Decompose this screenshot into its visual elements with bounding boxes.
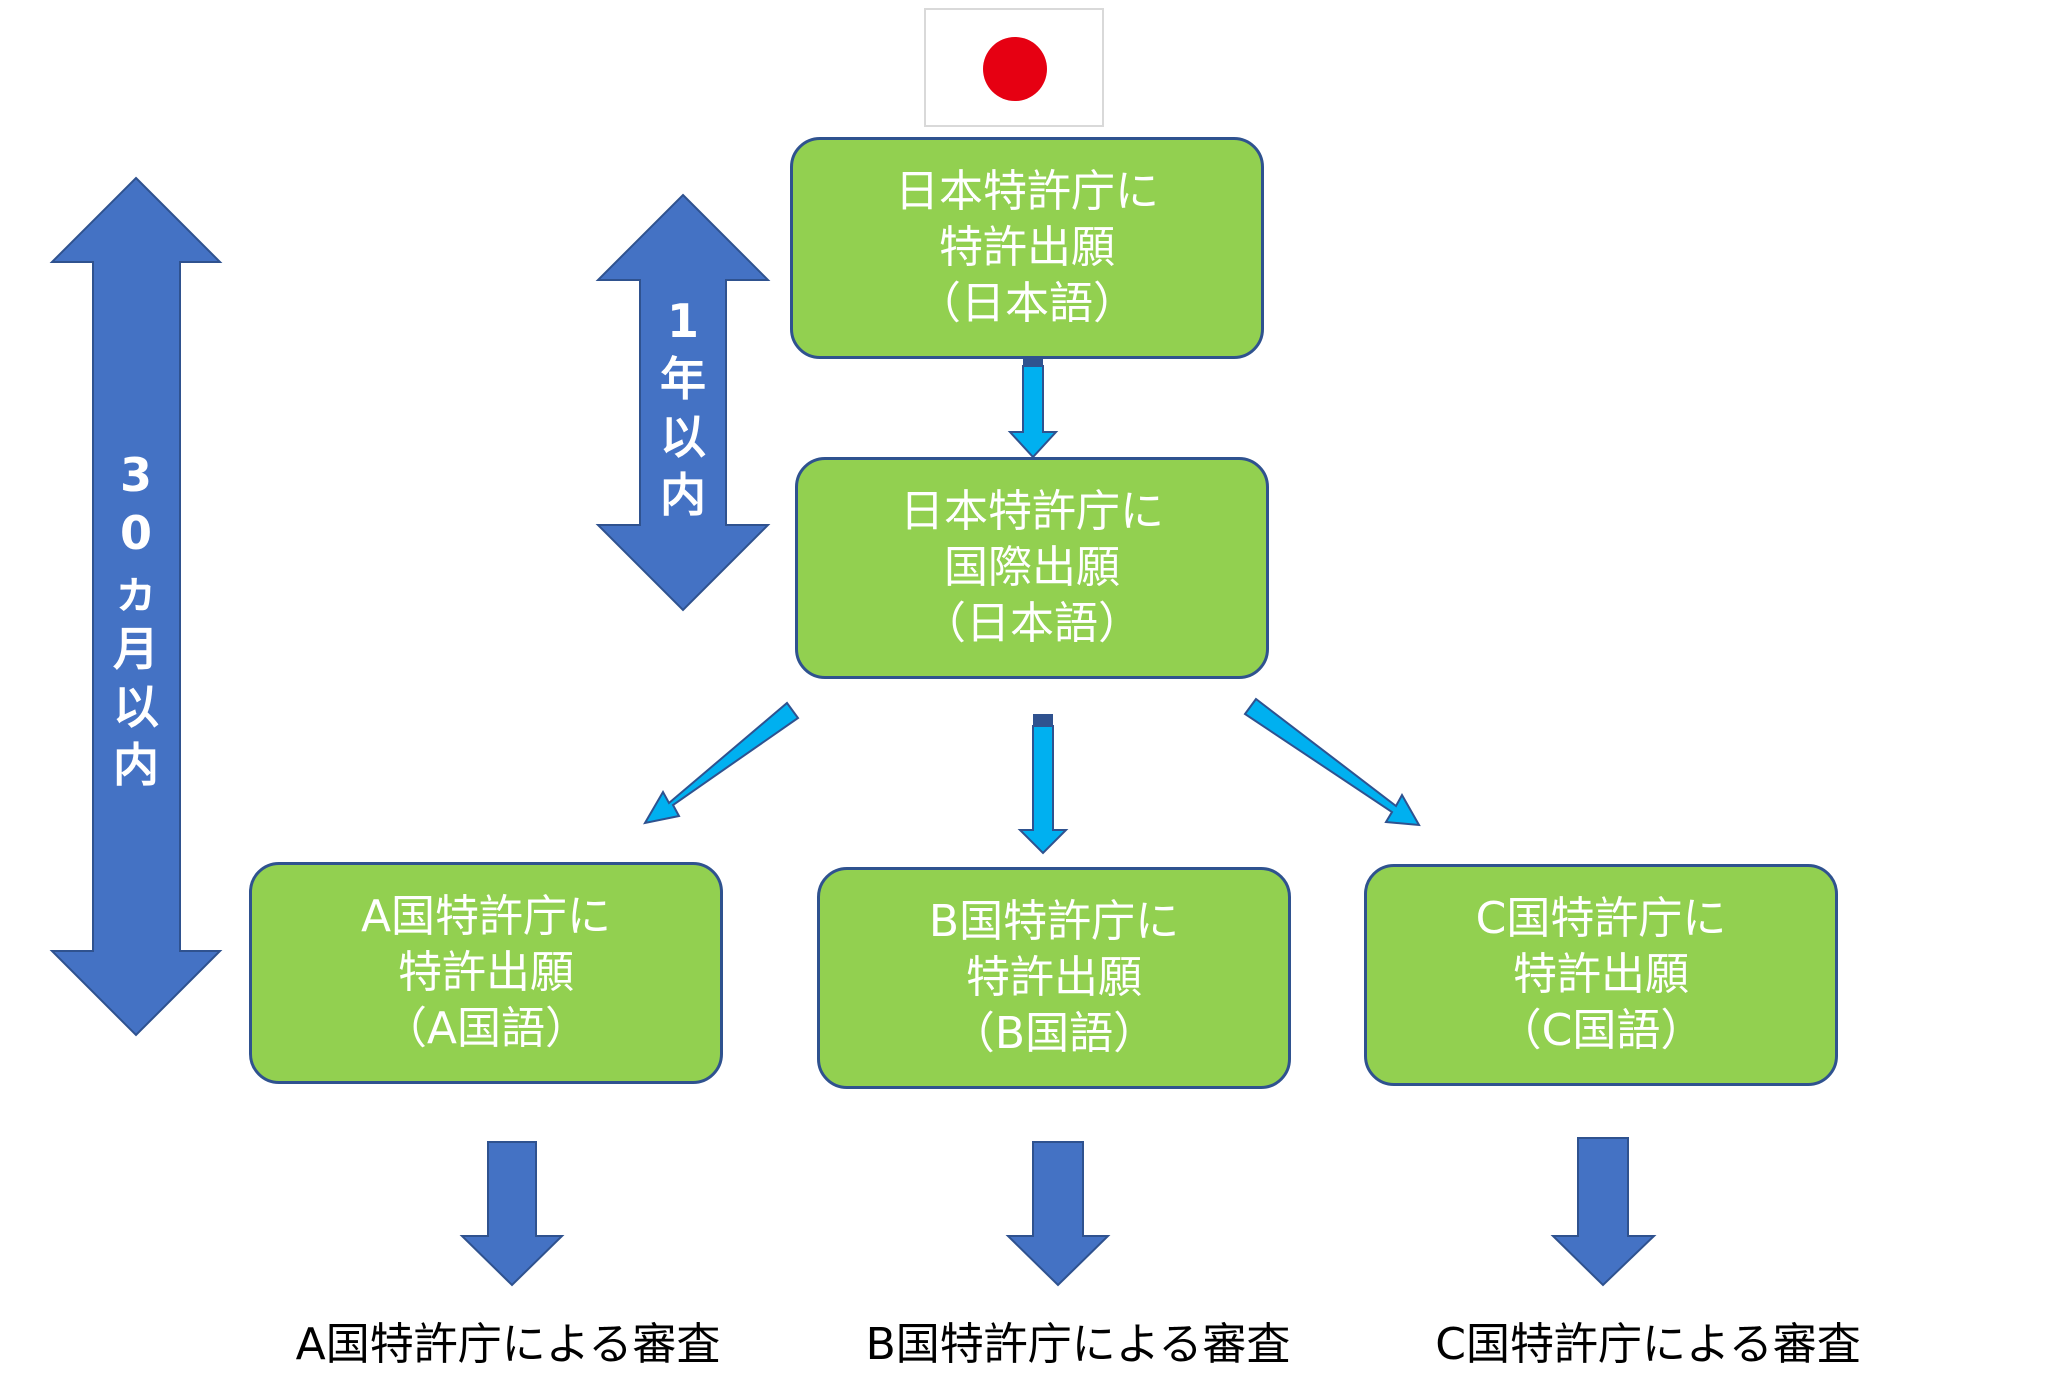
period-30-months-arrow xyxy=(49,176,223,1037)
box-line: 特許出願 xyxy=(398,947,574,998)
arrow-a-to-exam xyxy=(459,1141,565,1287)
box-line: 日本特許庁に xyxy=(900,486,1164,537)
box-line: A国特許庁に xyxy=(360,891,612,942)
arrow-b-to-exam xyxy=(1005,1141,1111,1287)
international-application-box: 日本特許庁に 国際出願 （日本語） xyxy=(795,457,1269,679)
country-a-examination-label: A国特許庁による審査 xyxy=(295,1319,721,1370)
period-1-year-char: 年 xyxy=(660,352,706,406)
japan-flag-icon xyxy=(924,8,1104,127)
flag-red-disc xyxy=(983,37,1047,101)
connector-intl-to-c xyxy=(1243,697,1421,827)
box-line: 日本特許庁に xyxy=(895,166,1159,217)
country-c-application-box: C国特許庁に 特許出願 （C国語） xyxy=(1364,864,1838,1086)
period-1-year-char: 1 xyxy=(666,294,699,348)
box-line: 特許出願 xyxy=(939,222,1115,273)
box-line: （日本語） xyxy=(917,278,1137,329)
box-line: B国特許庁に xyxy=(928,896,1180,947)
box-line: 特許出願 xyxy=(966,952,1142,1003)
period-30-months-label: 3 0 ヵ 月 以 内 xyxy=(112,446,160,794)
connector-intl-to-a xyxy=(643,701,800,825)
box-line: （B国語） xyxy=(950,1008,1158,1059)
country-b-application-box: B国特許庁に 特許出願 （B国語） xyxy=(817,867,1291,1089)
connector-intl-to-b xyxy=(1017,714,1069,855)
arrow-c-to-exam xyxy=(1550,1137,1657,1287)
box-line: 国際出願 xyxy=(944,542,1120,593)
period-30-months-char: 0 xyxy=(119,506,152,560)
period-30-months-char: 以 xyxy=(113,680,159,734)
period-1-year-arrow xyxy=(595,193,771,612)
period-30-months-char: ヵ xyxy=(113,564,159,618)
box-line: （A国語） xyxy=(382,1003,590,1054)
country-b-examination-label: B国特許庁による審査 xyxy=(865,1319,1291,1370)
period-30-months-char: 月 xyxy=(113,622,159,676)
country-a-application-box: A国特許庁に 特許出願 （A国語） xyxy=(249,862,723,1084)
period-1-year-label: 1 年 以 内 xyxy=(659,292,707,524)
period-30-months-char: 3 xyxy=(119,448,152,502)
box-line: C国特許庁に xyxy=(1475,893,1727,944)
box-line: （日本語） xyxy=(922,598,1142,649)
country-c-examination-label: C国特許庁による審査 xyxy=(1435,1319,1861,1370)
period-1-year-char: 以 xyxy=(660,410,706,464)
box-line: 特許出願 xyxy=(1513,949,1689,1000)
box-line: （C国語） xyxy=(1497,1005,1705,1056)
period-1-year-char: 内 xyxy=(660,468,706,522)
period-30-months-char: 内 xyxy=(113,738,159,792)
japan-patent-application-box: 日本特許庁に 特許出願 （日本語） xyxy=(790,137,1264,359)
connector-top-to-intl xyxy=(1007,352,1059,459)
